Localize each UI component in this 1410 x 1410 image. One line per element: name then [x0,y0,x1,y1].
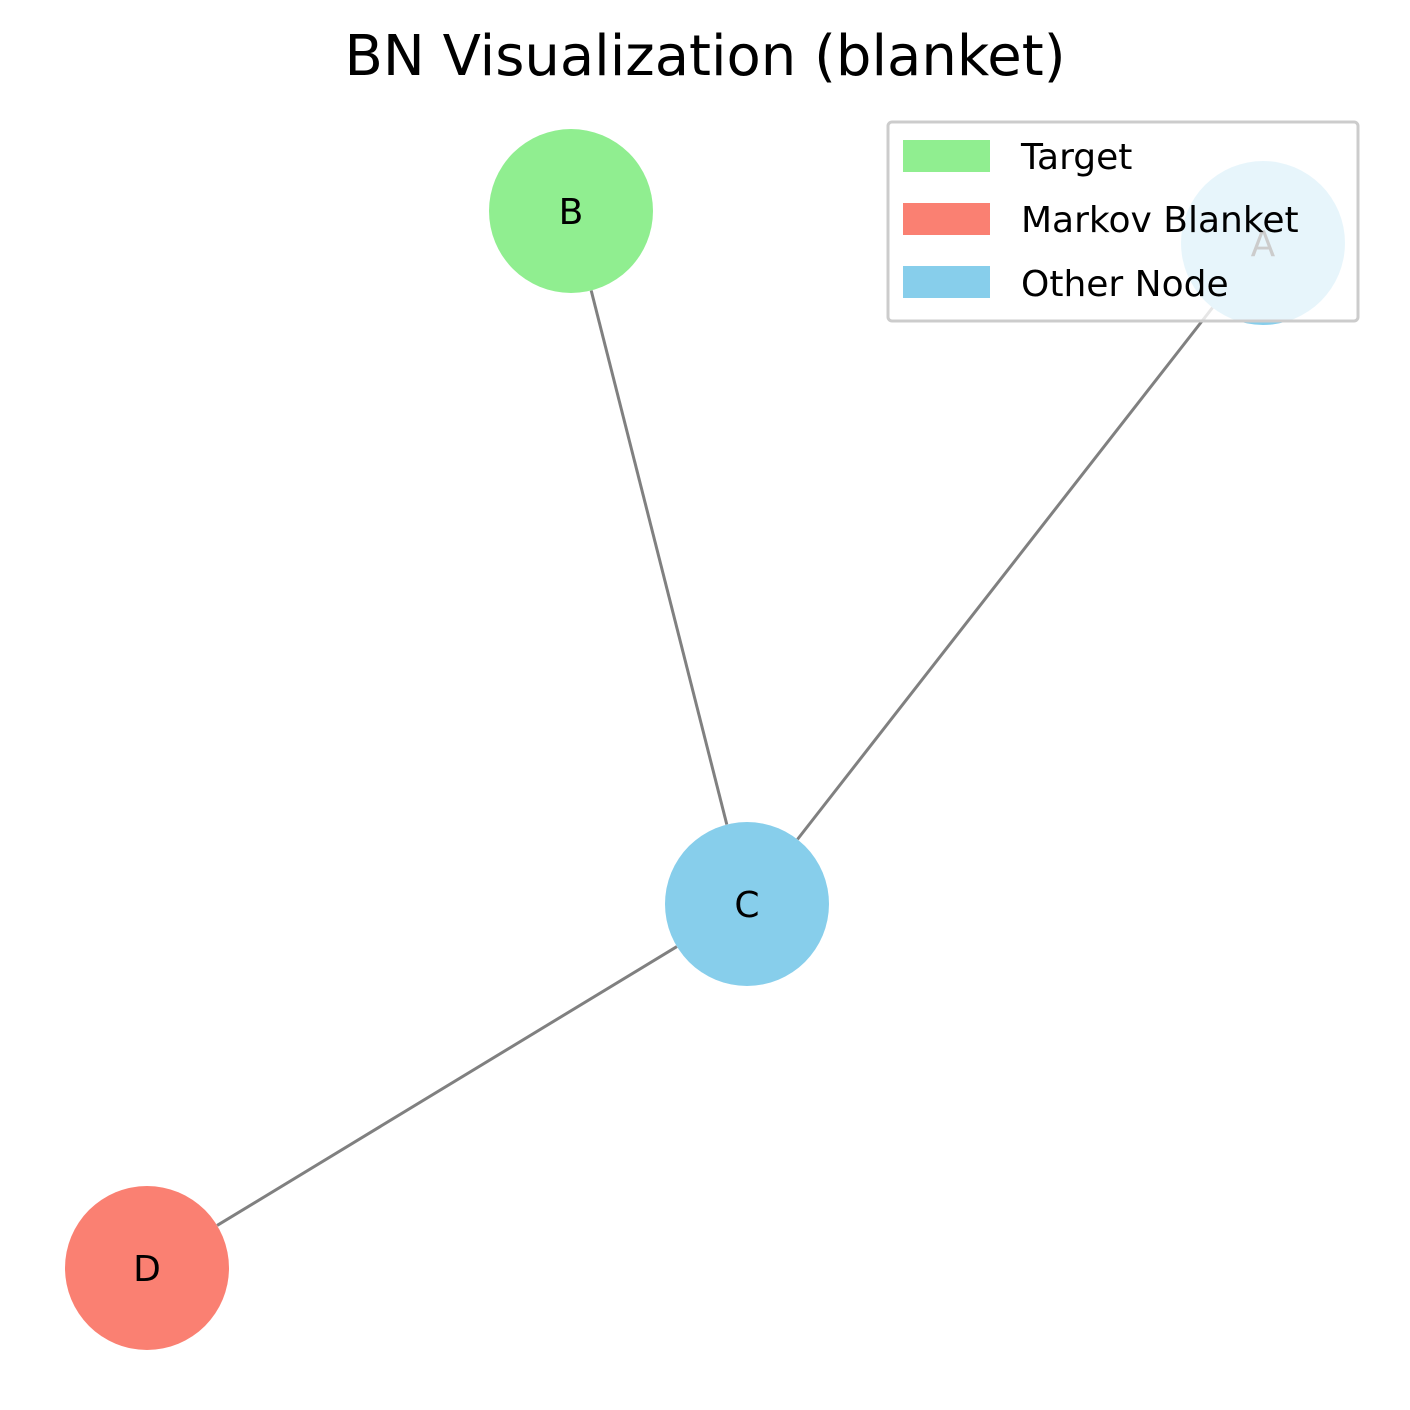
edges-layer [216,290,1214,1227]
node-b-circle [489,129,653,293]
legend-swatch-markov-blanket [903,203,990,235]
node-d: D [65,1186,229,1350]
edge-a-c [796,306,1214,841]
legend: Target Markov Blanket Other Node [886,120,1360,323]
node-c-circle [665,822,829,986]
edge-c-d [216,945,678,1227]
node-c-label: C [734,885,759,926]
edge-b-c [589,290,729,825]
node-b: B [489,129,653,293]
node-d-circle [65,1186,229,1350]
node-c: C [665,822,829,986]
legend-label-other-node: Other Node [1021,264,1229,305]
legend-swatch-target [903,140,990,172]
node-d-label: D [133,1249,161,1290]
figure-title: BN Visualization (blanket) [344,24,1065,89]
legend-label-markov-blanket: Markov Blanket [1021,200,1299,241]
node-b-label: B [559,192,584,233]
legend-label-target: Target [1020,137,1132,178]
legend-swatch-other-node [903,266,990,298]
legend-frame [886,120,1360,323]
